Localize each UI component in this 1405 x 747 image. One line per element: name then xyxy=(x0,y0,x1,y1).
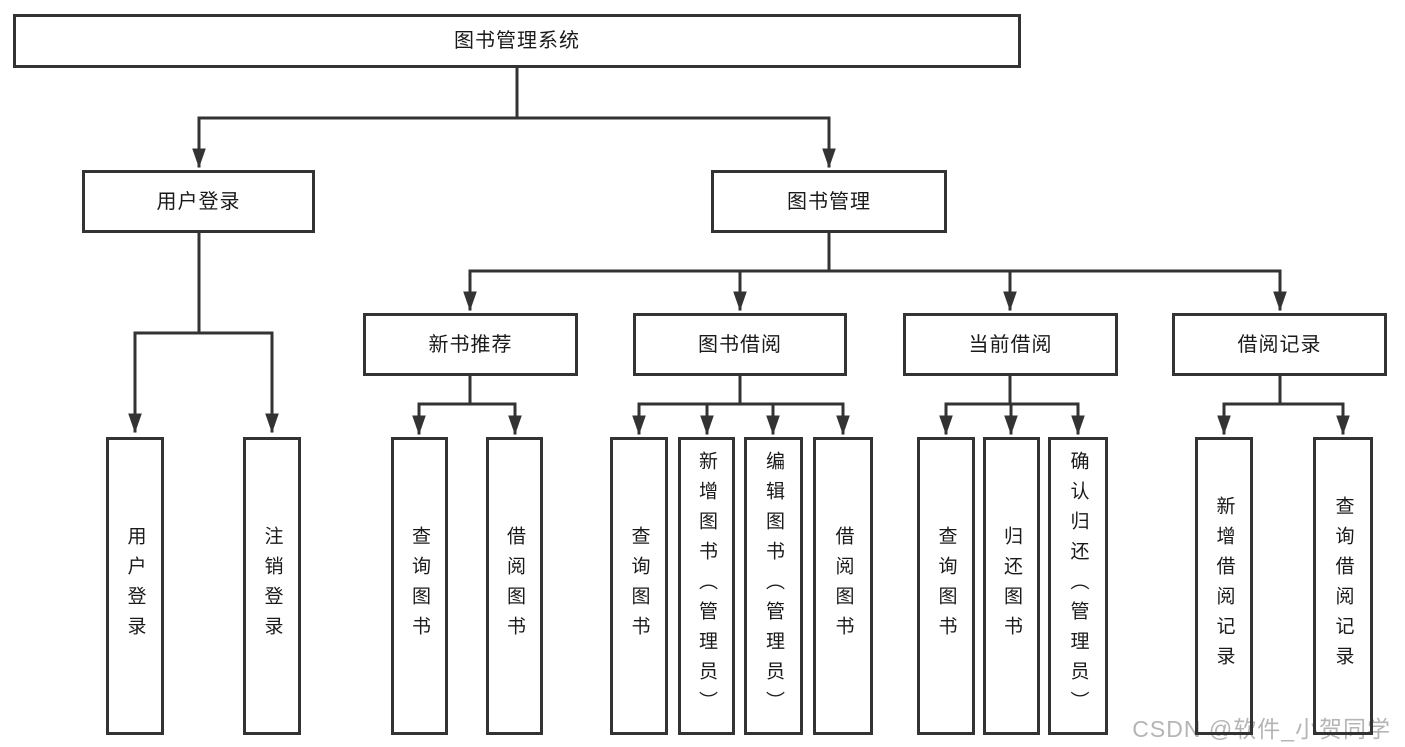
leaf-user-login: 用户登录 xyxy=(106,437,164,735)
leaf-confirm-return-admin: 确认归还（管理员） xyxy=(1048,437,1108,735)
csdn-watermark: CSDN @软件_小贺同学 xyxy=(1132,716,1391,742)
leaf-edit-book-admin: 编辑图书（管理员） xyxy=(744,437,803,735)
node-current-borrow: 当前借阅 xyxy=(903,313,1118,376)
leaf-query-borrow-record: 查询借阅记录 xyxy=(1313,437,1373,735)
leaf-query-book-borrow: 查询图书 xyxy=(610,437,668,735)
leaf-logout-login: 注销登录 xyxy=(243,437,301,735)
node-root-system: 图书管理系统 xyxy=(13,14,1021,68)
leaf-borrow-book: 借阅图书 xyxy=(813,437,873,735)
leaf-borrow-book-recommend: 借阅图书 xyxy=(486,437,543,735)
node-borrow-record: 借阅记录 xyxy=(1172,313,1387,376)
branch-bars xyxy=(133,66,1345,406)
node-book-management: 图书管理 xyxy=(711,170,947,233)
node-new-book-recommend: 新书推荐 xyxy=(363,313,578,376)
node-book-borrow: 图书借阅 xyxy=(633,313,847,376)
node-user-login: 用户登录 xyxy=(82,170,315,233)
leaf-query-book-current: 查询图书 xyxy=(917,437,975,735)
leaf-add-book-admin: 新增图书（管理员） xyxy=(678,437,735,735)
leaf-add-borrow-record: 新增借阅记录 xyxy=(1195,437,1253,735)
leaf-return-book: 归还图书 xyxy=(983,437,1040,735)
leaf-query-book-recommend: 查询图书 xyxy=(391,437,448,735)
